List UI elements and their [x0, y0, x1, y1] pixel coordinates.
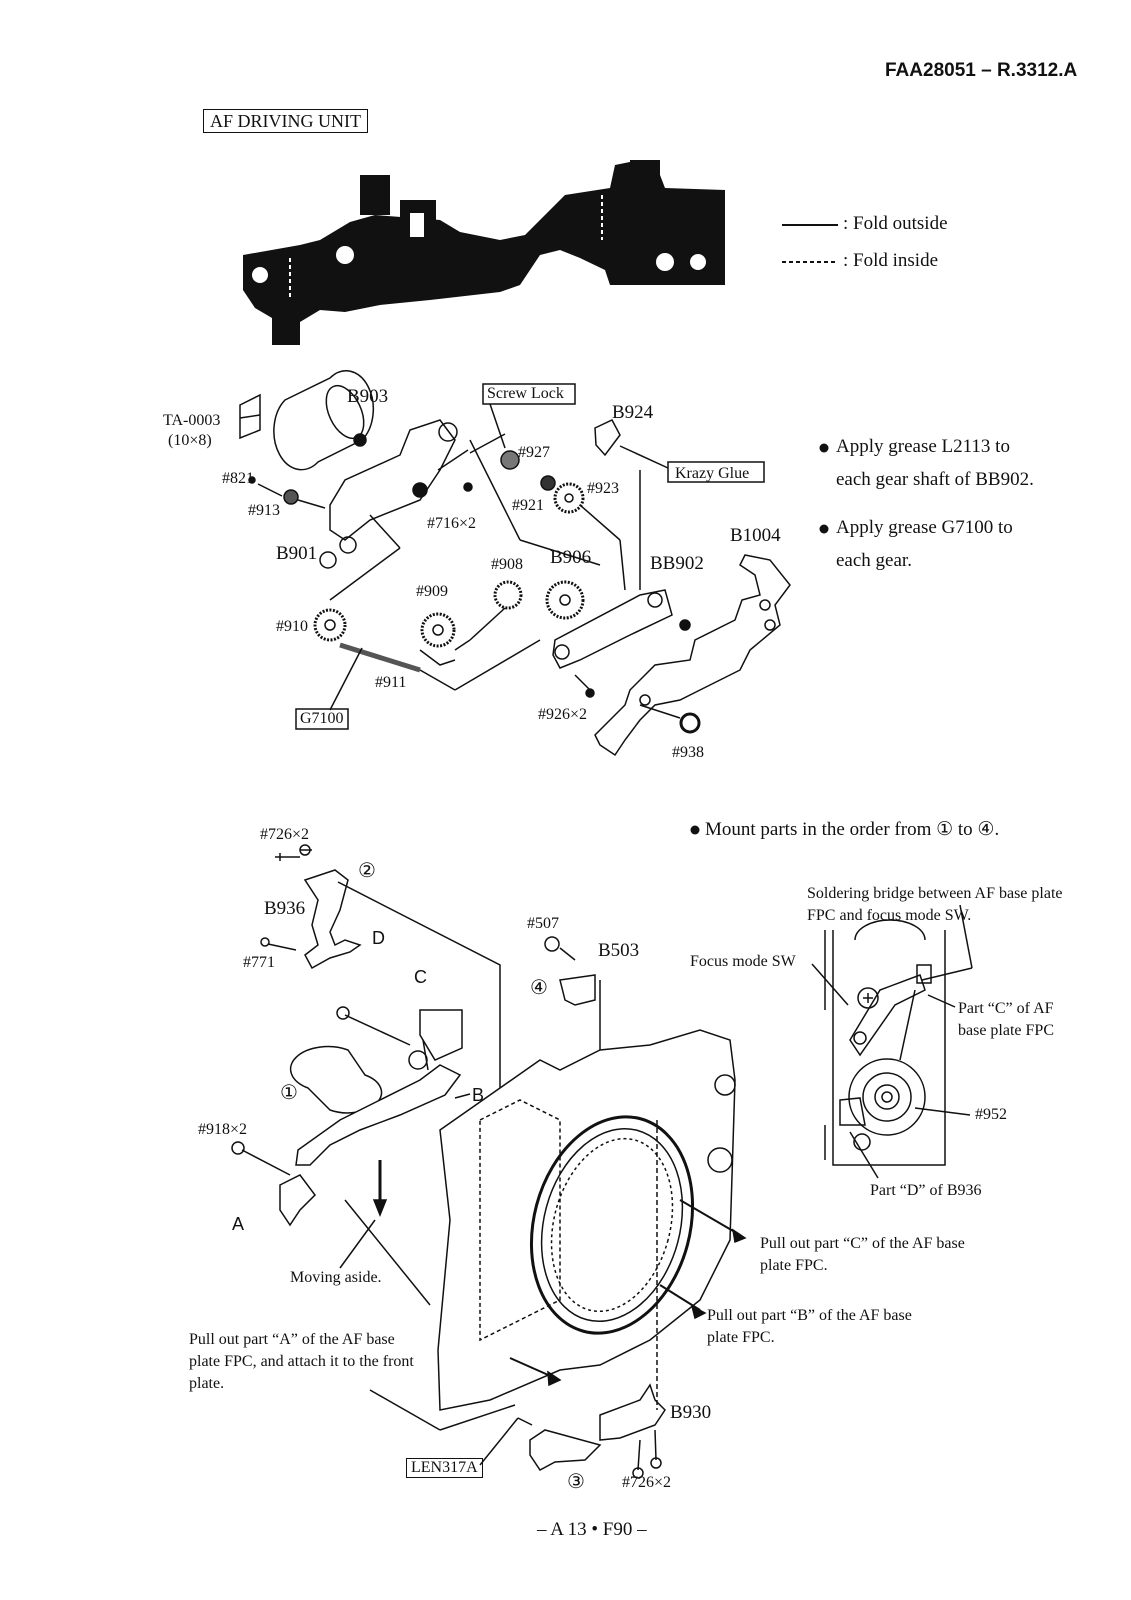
pull-part-a-note: Pull out part “A” of the AF base plate F…: [189, 1331, 414, 1392]
soldering-bridge-note: Soldering bridge between AF base plate F…: [807, 885, 1063, 924]
step-2-marker: ②: [358, 860, 376, 882]
fpc-holes: [252, 213, 706, 283]
label-focus-mode-sw: Focus mode SW: [690, 953, 796, 970]
label-921: #921: [512, 497, 544, 514]
page-footer: – A 13 • F90 –: [537, 1519, 647, 1540]
part-len317a: [529, 1429, 602, 1471]
label-b903: B903: [347, 386, 389, 407]
focus-mode-switch: [857, 987, 879, 1009]
label-b924: B924: [612, 402, 654, 423]
label-ta0003-size: (10×8): [168, 432, 212, 449]
gear-b906: [545, 580, 585, 620]
pull-part-c-note: Pull out part “C” of the AF base plate F…: [760, 1235, 965, 1274]
screw-821: [248, 476, 256, 484]
part-b930: [599, 1383, 666, 1441]
label-716: #716×2: [427, 515, 477, 532]
label-b906: B906: [550, 547, 592, 568]
gear-908: [493, 580, 523, 610]
moving-aside-note: Moving aside.: [290, 1269, 382, 1286]
screw-926: [585, 688, 595, 698]
grease-note-1b: each gear shaft of BB902.: [836, 469, 1034, 490]
label-part-a: A: [232, 1214, 245, 1234]
part-a-fpc: [279, 1174, 316, 1227]
label-507: #507: [527, 915, 559, 932]
label-b930: B930: [670, 1402, 712, 1423]
grease-note-2a: Apply grease G7100 to: [836, 517, 1013, 538]
legend-fold-inside: : Fold inside: [843, 250, 939, 271]
screw-bb902: [679, 619, 691, 631]
label-913: #913: [248, 502, 280, 519]
section-title: AF DRIVING UNIT: [203, 109, 368, 133]
label-b936: B936: [264, 898, 306, 919]
label-908: #908: [491, 556, 523, 573]
legend-fold-outside: : Fold outside: [843, 213, 948, 234]
lower-exploded-view: [231, 844, 747, 1479]
label-screw-lock: Screw Lock: [487, 385, 564, 402]
bullet-note2: [819, 524, 829, 534]
label-part-c: C: [414, 967, 427, 987]
screw-lock-927: [500, 450, 520, 470]
step-3-marker: ③: [567, 1471, 585, 1493]
step-1-marker: ①: [280, 1082, 298, 1104]
screw-716: [463, 482, 473, 492]
shaft-911: [339, 642, 421, 673]
grease-note-2b: each gear.: [836, 550, 912, 571]
bullet-note1: [819, 443, 829, 453]
label-b503: B503: [598, 940, 640, 961]
motor-b903: [273, 370, 375, 471]
washer-913: [283, 489, 299, 505]
label-part-b: B: [472, 1085, 485, 1105]
step-4-marker: ④: [530, 977, 548, 999]
label-771: #771: [243, 954, 275, 971]
af-base-plate-body: [437, 1029, 736, 1411]
label-b901: B901: [276, 543, 318, 564]
mount-order-note: Mount parts in the order from ① to ④.: [705, 819, 1000, 840]
focus-mode-inset: [811, 904, 973, 1179]
label-910: #910: [276, 618, 308, 635]
fpc-fold-lines: [289, 195, 603, 300]
label-911: #911: [375, 674, 407, 691]
label-part-d: D: [372, 928, 385, 948]
label-923: #923: [587, 480, 619, 497]
label-ta0003: TA-0003: [163, 412, 221, 429]
pull-part-b-note: Pull out part “B” of the AF base plate F…: [707, 1307, 912, 1346]
label-726-bottom: #726×2: [622, 1474, 672, 1491]
label-938: #938: [672, 744, 704, 761]
bullet-mount-note: [690, 825, 700, 835]
fpc-fold-outside-lines: [405, 199, 573, 241]
label-821: #821: [222, 470, 254, 487]
part-c-inset-note: Part “C” of AF base plate FPC: [958, 1000, 1054, 1039]
label-726-top: #726×2: [260, 826, 310, 843]
gear-923: [553, 482, 585, 514]
part-c-fpc: [419, 1009, 463, 1061]
gear-921: [540, 475, 556, 491]
motor-b903-lower: [289, 1045, 383, 1114]
upper-exploded-view: [239, 370, 791, 757]
label-krazy-glue: Krazy Glue: [675, 465, 750, 482]
plate-b901-lower: [295, 1064, 462, 1166]
af-base-plate-fpc-silhouette: [243, 160, 725, 345]
label-g7100: G7100: [300, 710, 344, 727]
gear-910: [313, 608, 347, 642]
label-len317a: LEN317A: [406, 1458, 483, 1478]
label-952: #952: [975, 1106, 1007, 1123]
label-926: #926×2: [538, 706, 588, 723]
label-927: #927: [518, 444, 550, 461]
plate-bb902: [552, 589, 673, 669]
label-909: #909: [416, 583, 448, 600]
document-code: FAA28051 – R.3312.A: [885, 60, 1078, 81]
grease-note-1a: Apply grease L2113 to: [836, 436, 1010, 457]
part-d-inset-note: Part “D” of B936: [870, 1182, 982, 1199]
tape-ta0003: [239, 393, 261, 440]
gear-909: [420, 612, 456, 648]
label-918: #918×2: [198, 1121, 248, 1138]
part-b936: [303, 869, 362, 970]
label-bb902: BB902: [650, 553, 704, 574]
washer-938: [679, 712, 701, 734]
part-b924: [594, 419, 621, 457]
switch-b503: [559, 974, 596, 1006]
label-b1004: B1004: [730, 525, 781, 546]
